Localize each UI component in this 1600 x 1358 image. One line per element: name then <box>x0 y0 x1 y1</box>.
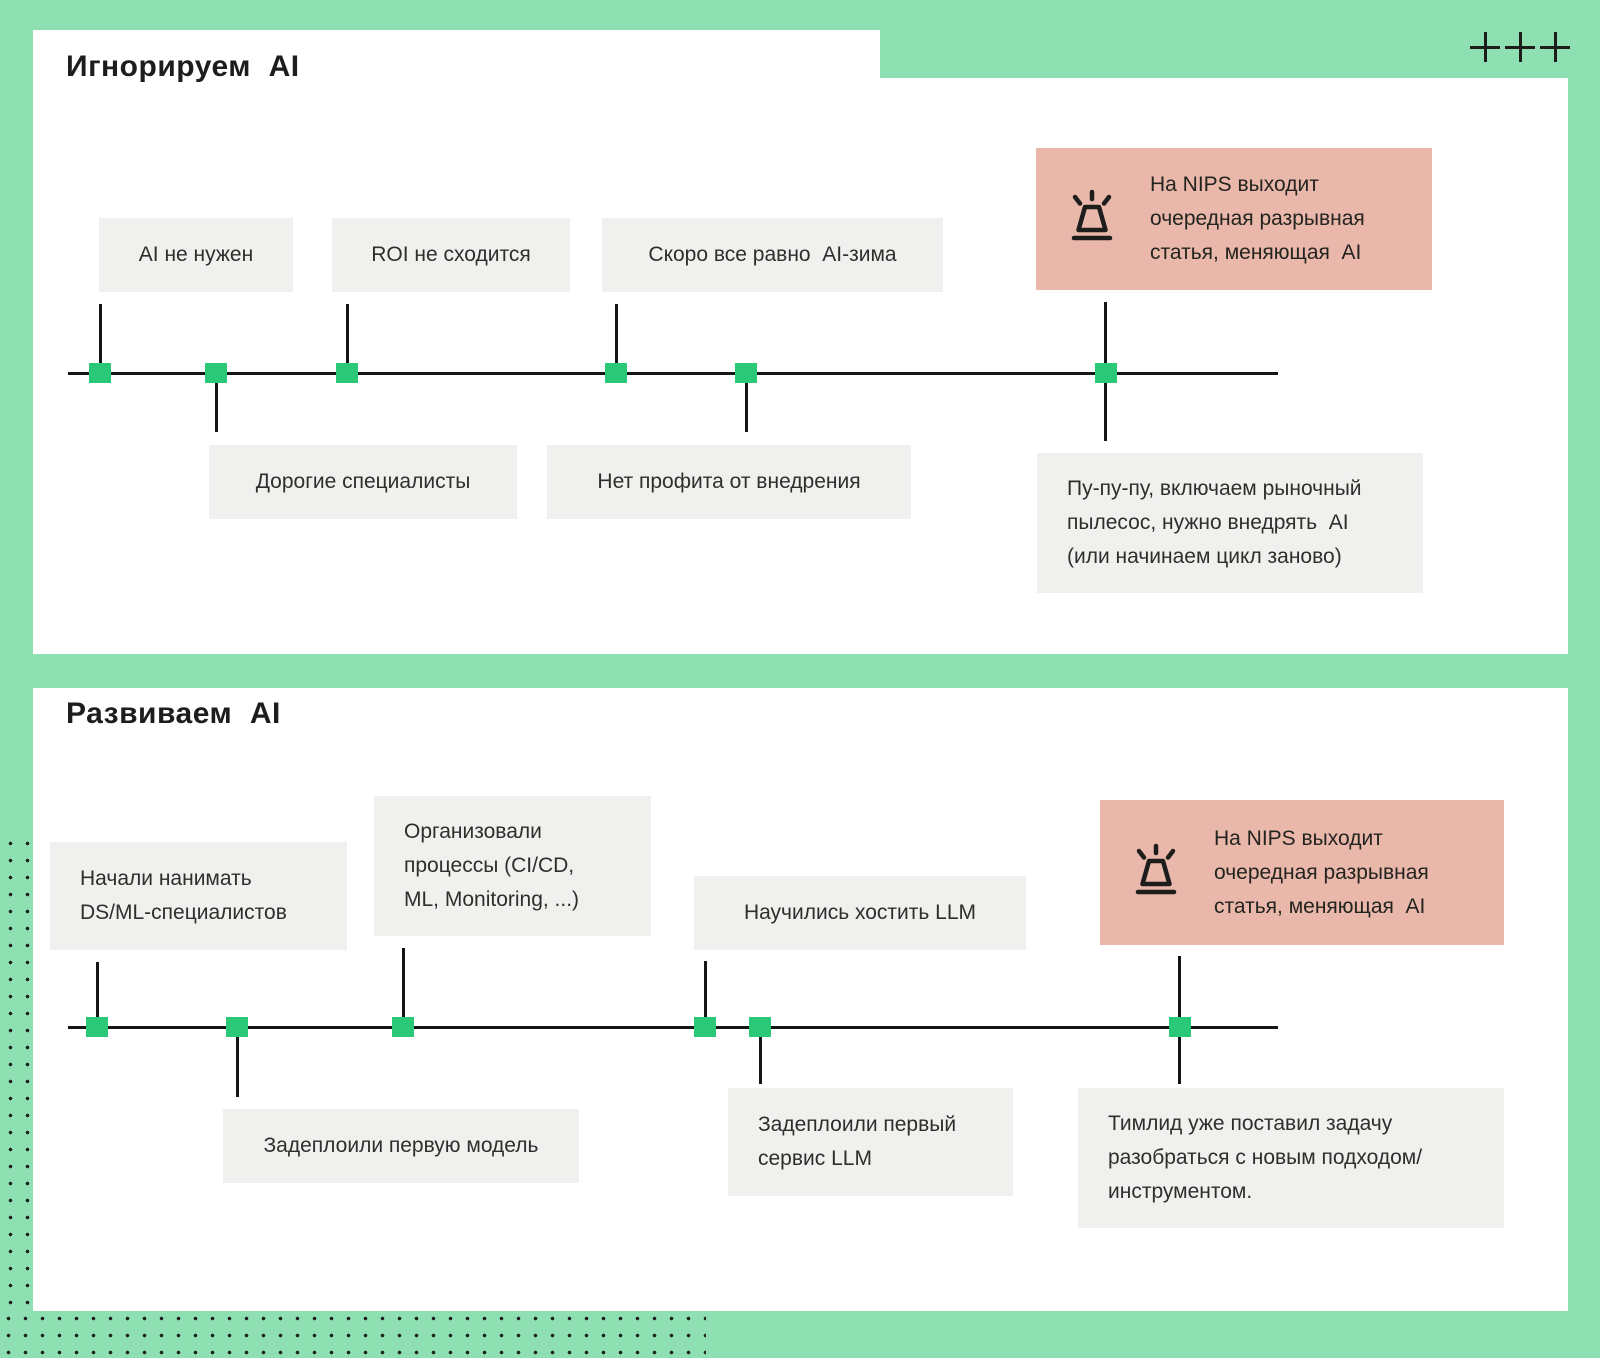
event-box: ROI не сходится <box>332 218 570 292</box>
dot-pattern <box>0 1310 706 1358</box>
connector-line <box>615 304 618 374</box>
connector-line <box>402 948 405 1027</box>
dot-pattern <box>2 835 35 1311</box>
plus-icon <box>1540 32 1570 62</box>
connector-line <box>215 375 218 432</box>
event-box: Пу-пу-пу, включаем рыночный пылесос, нуж… <box>1037 453 1423 593</box>
event-box: AI не нужен <box>99 218 293 292</box>
event-box: Дорогие специалисты <box>209 445 517 519</box>
timeline-marker <box>735 363 757 383</box>
timeline-marker <box>749 1017 771 1037</box>
event-box: Научились хостить LLM <box>694 876 1026 950</box>
timeline-marker <box>392 1017 414 1037</box>
timeline-marker <box>205 363 227 383</box>
event-box: Тимлид уже поставил задачу разобраться с… <box>1078 1088 1504 1228</box>
ignore-panel-title: Игнорируем AI <box>66 50 300 83</box>
event-box: Нет профита от внедрения <box>547 445 911 519</box>
connector-line <box>346 304 349 374</box>
event-box: Организовали процессы (CI/CD, ML, Monito… <box>374 796 651 936</box>
connector-line <box>1104 375 1107 441</box>
alert-text: На NIPS выходит очередная разрывная стат… <box>1150 173 1365 264</box>
timeline-marker <box>226 1017 248 1037</box>
timeline-marker <box>694 1017 716 1037</box>
connector-line <box>236 1029 239 1097</box>
timeline <box>68 372 1278 375</box>
timeline-marker <box>1169 1017 1191 1037</box>
alert-text: На NIPS выходит очередная разрывная стат… <box>1214 826 1429 918</box>
siren-icon <box>1071 189 1113 241</box>
event-box: Скоро все равно AI-зима <box>602 218 943 292</box>
timeline-marker <box>1095 363 1117 383</box>
siren-icon <box>1135 843 1177 894</box>
timeline-marker <box>336 363 358 383</box>
connector-line <box>759 1029 762 1084</box>
alert-box: На NIPS выходит очередная разрывная стат… <box>1100 800 1504 945</box>
timeline-marker <box>86 1017 108 1037</box>
connector-line <box>1178 956 1181 1027</box>
timeline-marker <box>605 363 627 383</box>
connector-line <box>1178 1029 1181 1084</box>
timeline-marker <box>89 363 111 383</box>
connector-line <box>96 962 99 1027</box>
timeline <box>68 1026 1278 1029</box>
event-box: Задеплоили первую модель <box>223 1109 579 1183</box>
event-box: Начали нанимать DS/ML-специалистов <box>50 842 347 950</box>
connector-line <box>1104 302 1107 374</box>
develop-panel-title: Развиваем AI <box>66 697 281 730</box>
alert-box: На NIPS выходит очередная разрывная стат… <box>1036 148 1432 290</box>
plus-icon <box>1505 32 1535 62</box>
connector-line <box>745 375 748 432</box>
ignore-panel-title-tab <box>33 30 880 80</box>
plus-icon <box>1470 32 1500 62</box>
event-box: Задеплоили первый сервис LLM <box>728 1088 1013 1196</box>
connector-line <box>99 304 102 374</box>
connector-line <box>704 961 707 1027</box>
